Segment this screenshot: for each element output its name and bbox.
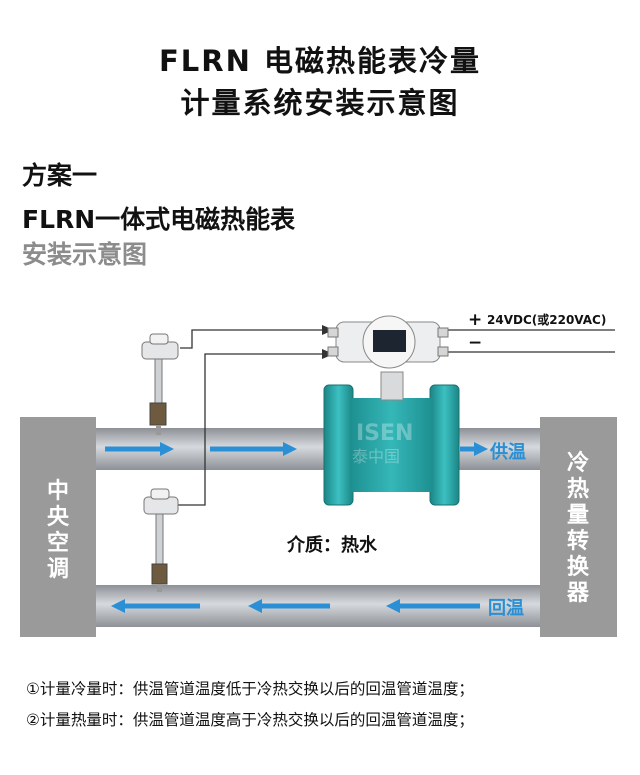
title-line-2: 计量系统安装示意图	[180, 86, 460, 120]
svg-text:冷: 冷	[567, 450, 589, 476]
svg-text:热: 热	[567, 476, 589, 502]
power-lines	[436, 329, 615, 353]
svg-text:量: 量	[567, 503, 589, 528]
note-cooling: ①计量冷量时：供温管道温度低于冷热交换以后的回温管道温度；	[26, 680, 474, 698]
watermark-latin: ISEN	[356, 421, 413, 446]
svg-text:中: 中	[47, 479, 69, 504]
power-plus: +	[468, 310, 482, 330]
title-line-1: FLRN 电磁热能表冷量	[159, 44, 481, 78]
central-ac-block	[20, 417, 96, 637]
svg-text:调: 调	[47, 557, 69, 582]
supply-flow-arrows	[105, 442, 488, 456]
return-flow-arrows	[111, 599, 480, 613]
svg-text:央: 央	[47, 504, 70, 530]
watermark-cn: 泰中国	[352, 447, 400, 466]
medium-label: 介质：热水	[286, 534, 378, 556]
supply-label: 供温	[489, 441, 526, 463]
product-name: FLRN一体式电磁热能表	[22, 205, 296, 234]
svg-text:器: 器	[566, 581, 590, 606]
exchanger-block	[540, 417, 617, 637]
return-label: 回温	[488, 598, 524, 619]
svg-text:换: 换	[567, 554, 590, 580]
exchanger-label: 冷 热 量 转 换 器	[566, 450, 590, 606]
electromagnetic-heat-meter: ISEN 泰中国	[323, 315, 460, 506]
svg-text:转: 转	[567, 528, 589, 554]
installation-diagram: 中 央 空 调 冷 热 量 转 换 器 供温 回温 + − 24VDC(或220…	[20, 310, 617, 637]
power-minus: −	[468, 333, 482, 353]
note-heating: ②计量热量时：供温管道温度高于冷热交换以后的回温管道温度；	[26, 711, 474, 729]
scheme-label: 方案一	[22, 161, 98, 190]
signal-wires	[173, 329, 322, 506]
central-ac-label: 中 央 空 调	[47, 479, 70, 582]
svg-text:空: 空	[47, 530, 69, 556]
return-temperature-sensor	[143, 488, 179, 592]
power-label: 24VDC(或220VAC)	[487, 312, 606, 327]
diagram-caption: 安装示意图	[22, 240, 148, 269]
supply-temperature-sensor	[141, 333, 179, 435]
